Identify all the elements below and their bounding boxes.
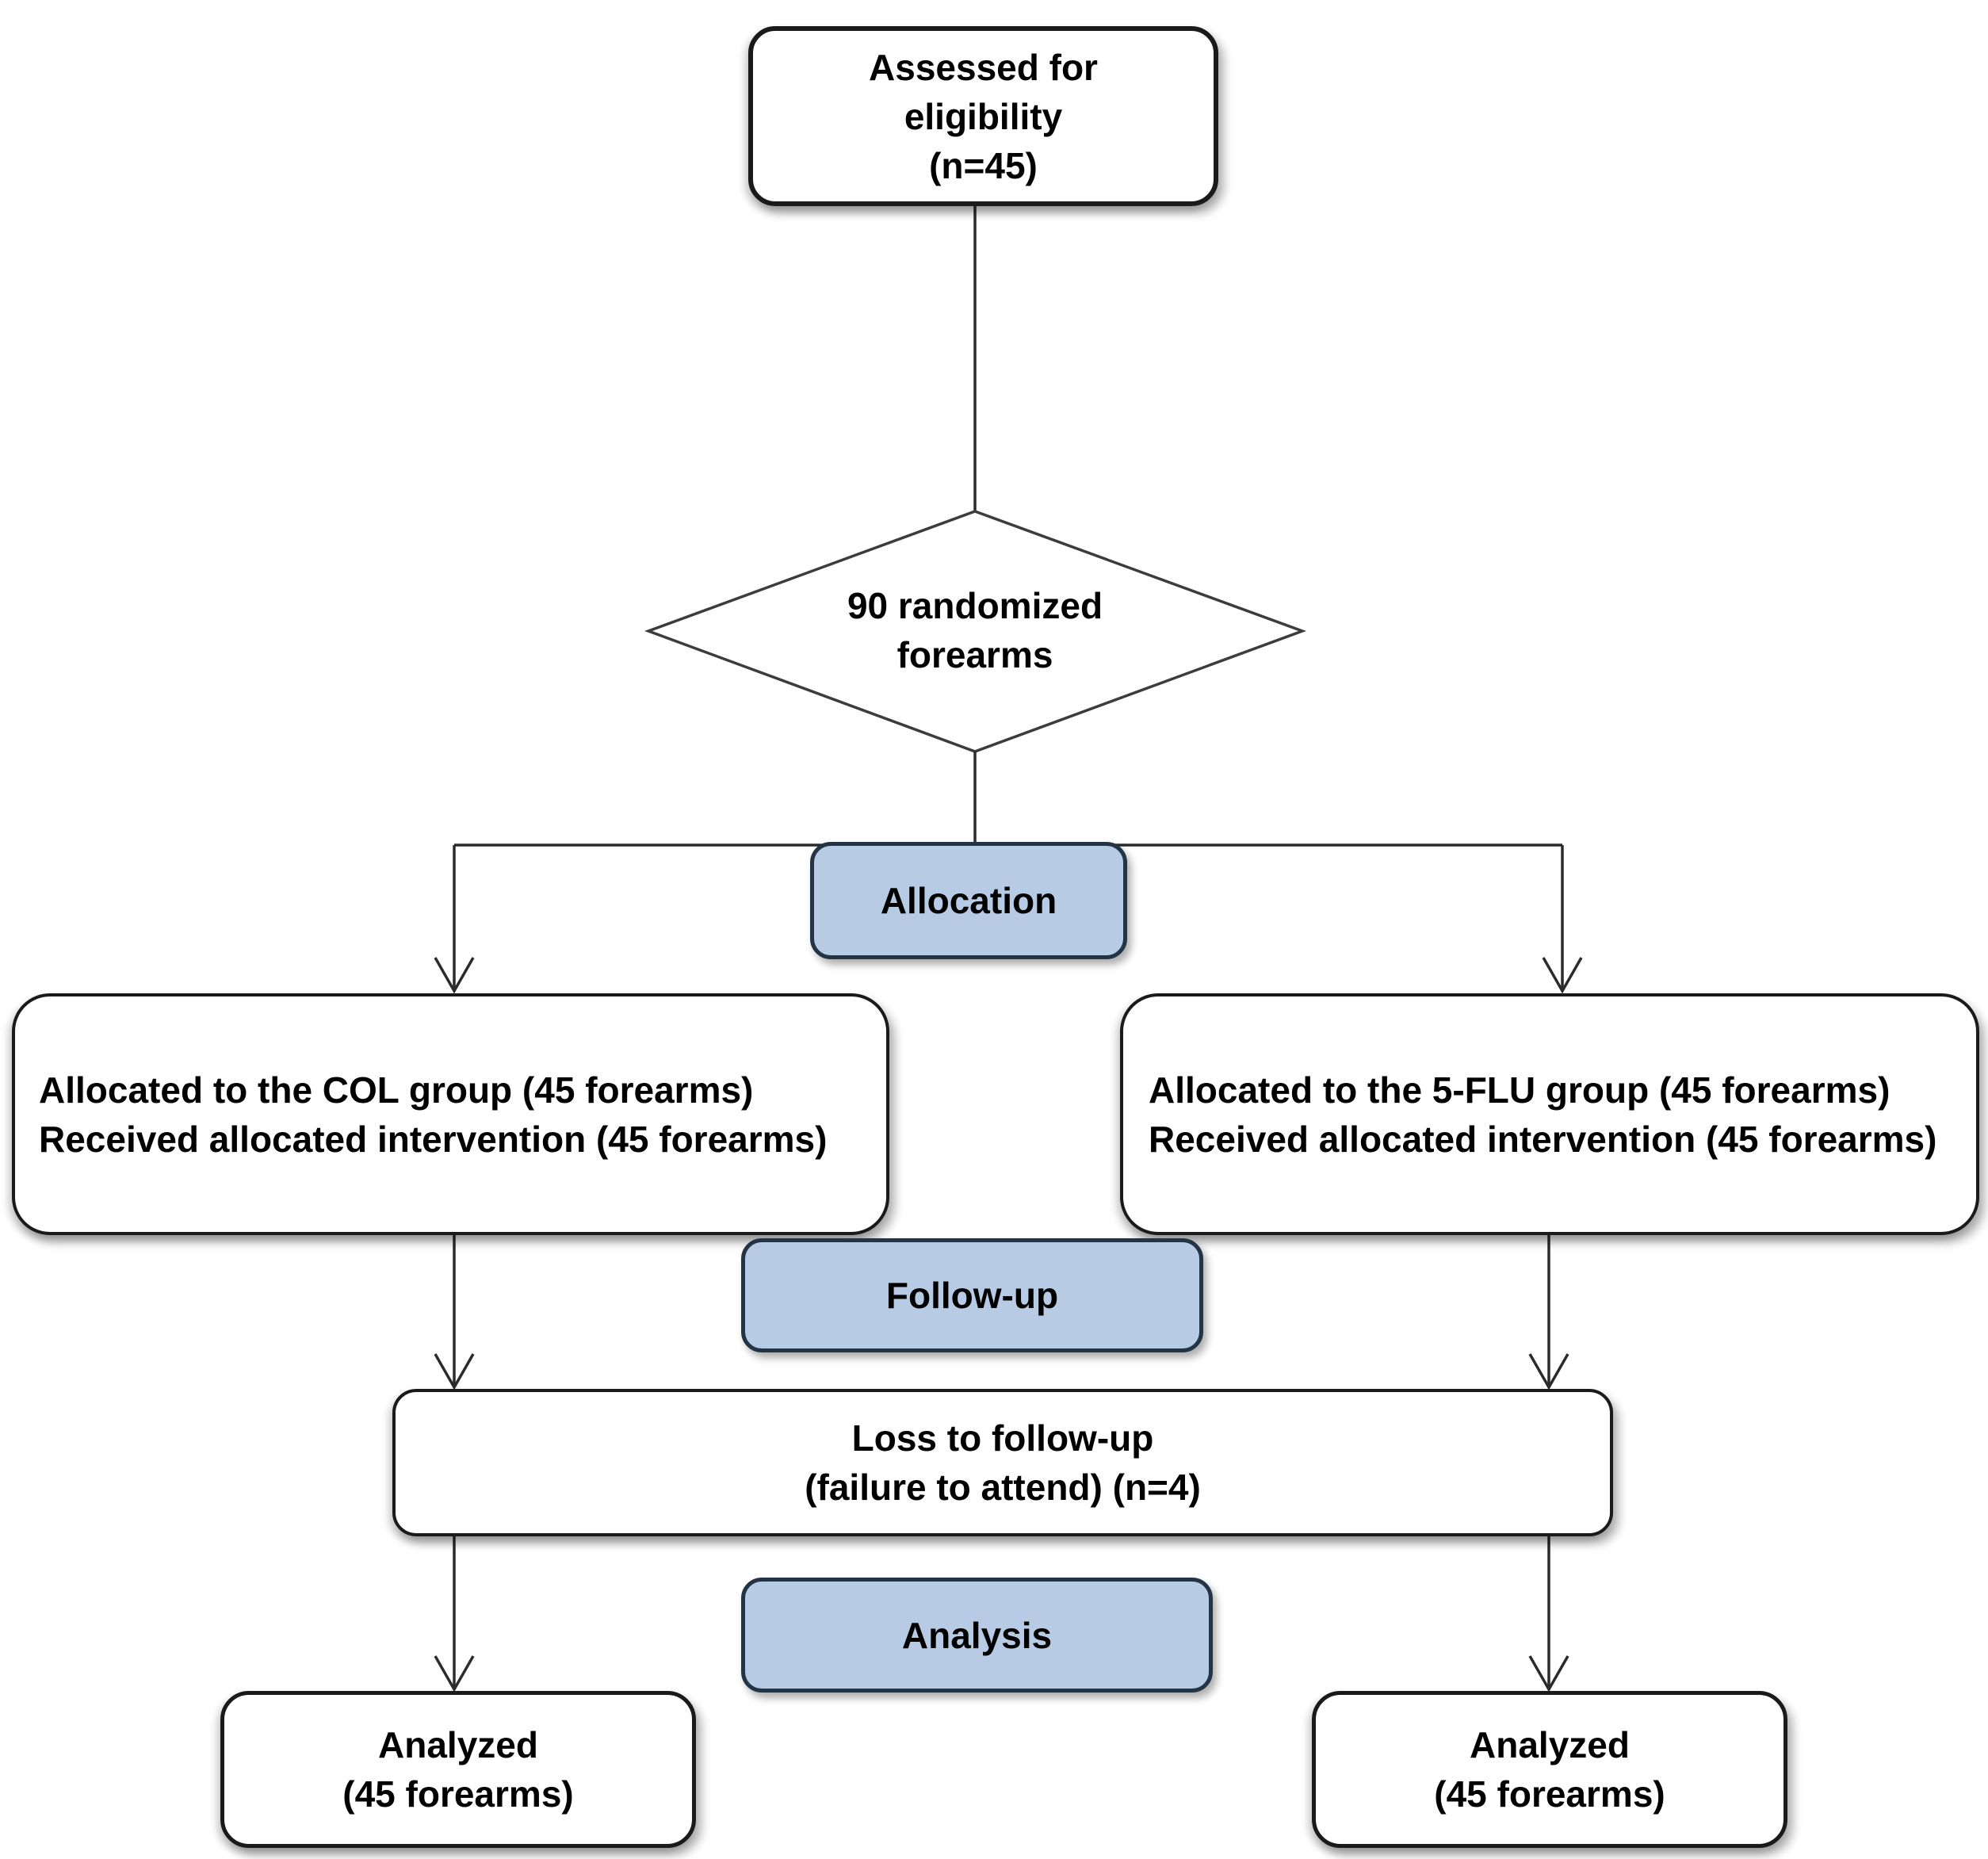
arrowhead-into-analyzed-left (434, 1655, 475, 1693)
followup-phase-box: Follow-up (741, 1238, 1203, 1352)
analysis-phase-box: Analysis (741, 1578, 1213, 1693)
arrowhead-into-col-box (434, 957, 475, 994)
loss-line-1: Loss to follow-up (851, 1417, 1154, 1459)
flu-group-line-1: Allocated to the 5-FLU group (45 forearm… (1149, 1069, 1891, 1111)
assessed-line-3: (n=45) (929, 144, 1038, 186)
analyzed-right-box: Analyzed (45 forearms) (1312, 1691, 1787, 1848)
col-group-line-1: Allocated to the COL group (45 forearms) (39, 1069, 754, 1111)
assessed-line-1: Assessed for (869, 46, 1098, 88)
randomized-diamond-label: 90 randomized forearms (713, 575, 1237, 686)
analyzed-right-line-1: Analyzed (1470, 1724, 1630, 1765)
analyzed-left-line-2: (45 forearms) (342, 1773, 574, 1815)
analyzed-left-box: Analyzed (45 forearms) (220, 1691, 696, 1848)
arrowhead-into-loss-right (1528, 1353, 1569, 1390)
analyzed-left-line-1: Analyzed (378, 1724, 538, 1765)
analyzed-right-line-2: (45 forearms) (1434, 1773, 1665, 1815)
assessed-for-eligibility-box: Assessed for eligibility (n=45) (748, 26, 1218, 206)
arrowhead-into-analyzed-right (1528, 1655, 1569, 1693)
arrowhead-into-flu-box (1542, 957, 1583, 994)
loss-to-followup-box: Loss to follow-up (failure to attend) (n… (392, 1389, 1613, 1536)
randomized-line-1: 90 randomized (847, 585, 1103, 626)
flu-group-line-2: Received allocated intervention (45 fore… (1149, 1118, 1937, 1160)
allocation-phase-label: Allocation (880, 880, 1057, 921)
randomized-line-2: forearms (897, 634, 1053, 675)
flu-group-box: Allocated to the 5-FLU group (45 forearm… (1120, 993, 1979, 1235)
col-group-box: Allocated to the COL group (45 forearms)… (12, 993, 889, 1235)
arrowhead-into-loss-left (434, 1353, 475, 1390)
followup-phase-label: Follow-up (885, 1275, 1059, 1316)
analysis-phase-label: Analysis (901, 1614, 1053, 1656)
allocation-phase-box: Allocation (810, 842, 1127, 959)
assessed-line-2: eligibility (904, 95, 1063, 137)
col-group-line-2: Received allocated intervention (45 fore… (39, 1118, 828, 1160)
loss-line-2: (failure to attend) (n=4) (805, 1467, 1201, 1508)
